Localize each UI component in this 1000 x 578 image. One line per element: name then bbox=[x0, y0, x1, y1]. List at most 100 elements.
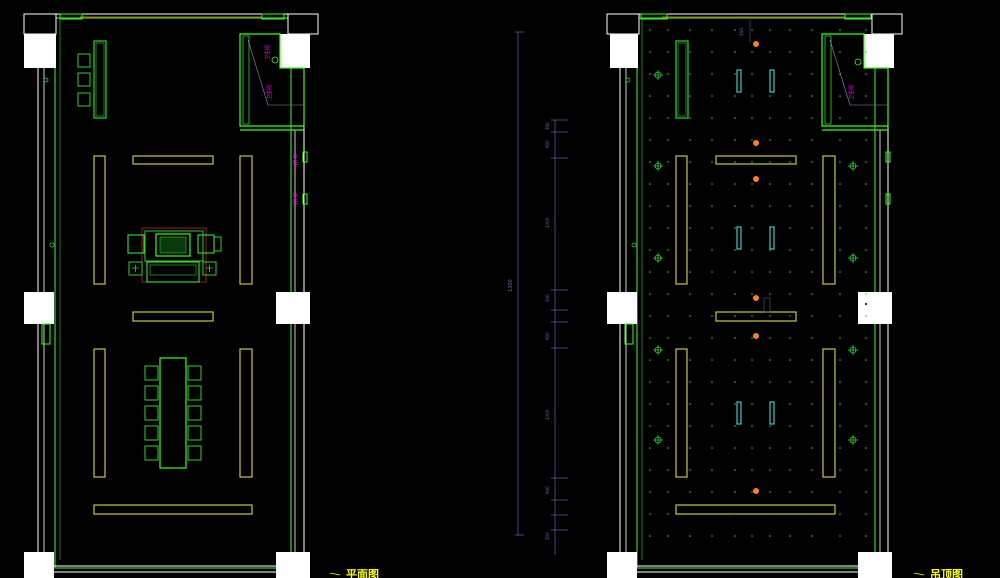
panel-horizontal bbox=[132, 155, 214, 165]
grid-dot bbox=[865, 535, 867, 537]
panel-vertical bbox=[93, 155, 106, 285]
grid-dot bbox=[769, 535, 771, 537]
grid-dot bbox=[734, 95, 736, 97]
grid-dot bbox=[789, 249, 791, 251]
grid-dot bbox=[789, 293, 791, 295]
grid-dot bbox=[734, 337, 736, 339]
restroom-right bbox=[821, 33, 889, 127]
restroom-right-tag: 卫生间 bbox=[848, 85, 855, 100]
grid-dot bbox=[769, 205, 771, 207]
svg-text:300: 300 bbox=[545, 122, 550, 130]
grid-dot bbox=[649, 337, 651, 339]
grid-dot bbox=[789, 381, 791, 383]
column bbox=[858, 552, 892, 578]
grid-dot bbox=[865, 293, 867, 295]
grid-dot bbox=[811, 293, 813, 295]
grid-dot bbox=[711, 513, 713, 515]
grid-dot bbox=[811, 51, 813, 53]
grid-dot bbox=[865, 183, 867, 185]
grid-dot bbox=[789, 73, 791, 75]
column bbox=[276, 552, 310, 578]
chair bbox=[77, 53, 91, 68]
grid-dot bbox=[865, 161, 867, 163]
grid-dot bbox=[667, 535, 669, 537]
grid-dot bbox=[711, 491, 713, 493]
grid-dot bbox=[667, 29, 669, 31]
grid-dot bbox=[865, 271, 867, 273]
grid-dot bbox=[839, 139, 841, 141]
svg-text:900: 900 bbox=[545, 332, 550, 340]
grid-dot bbox=[667, 491, 669, 493]
grid-dot bbox=[769, 73, 771, 75]
grid-dot bbox=[811, 513, 813, 515]
dimension-chain: 1300 300 900 4300 300 900 4300 900 300 bbox=[508, 31, 568, 555]
grid-dot bbox=[711, 161, 713, 163]
grid-dot bbox=[811, 425, 813, 427]
column bbox=[606, 13, 640, 35]
grid-dot bbox=[789, 139, 791, 141]
restroom-left bbox=[239, 33, 305, 127]
grid-dot bbox=[734, 183, 736, 185]
cabinet bbox=[675, 40, 689, 119]
grid-dot bbox=[689, 117, 691, 119]
grid-dot bbox=[689, 381, 691, 383]
svg-text:300: 300 bbox=[545, 532, 550, 540]
grid-dot bbox=[865, 491, 867, 493]
grid-dot bbox=[789, 535, 791, 537]
panel-vertical bbox=[239, 155, 253, 285]
grid-dot bbox=[839, 469, 841, 471]
grid-dot bbox=[769, 139, 771, 141]
grid-dot bbox=[839, 535, 841, 537]
right-ceiling-plan: 卫生间 bbox=[606, 13, 963, 578]
grid-dot bbox=[751, 491, 753, 493]
grid-dot bbox=[865, 513, 867, 515]
grid-dot bbox=[839, 161, 841, 163]
grid-dot bbox=[769, 491, 771, 493]
grid-dot bbox=[865, 117, 867, 119]
grid-dot bbox=[811, 73, 813, 75]
grid-dot bbox=[734, 73, 736, 75]
grid-dot bbox=[689, 469, 691, 471]
column bbox=[858, 292, 892, 324]
grid-dot bbox=[649, 381, 651, 383]
column bbox=[871, 13, 903, 35]
grid-dot bbox=[689, 51, 691, 53]
grid-dot bbox=[689, 293, 691, 295]
grid-dot bbox=[769, 227, 771, 229]
grid-dot bbox=[811, 139, 813, 141]
grid-dot bbox=[667, 381, 669, 383]
grid-dot bbox=[865, 249, 867, 251]
grid-dot bbox=[789, 359, 791, 361]
grid-dot bbox=[667, 117, 669, 119]
grid-dot bbox=[689, 337, 691, 339]
grid-dot bbox=[751, 469, 753, 471]
grid-dot bbox=[769, 337, 771, 339]
grid-dot bbox=[789, 51, 791, 53]
grid-dot bbox=[811, 205, 813, 207]
grid-dot bbox=[769, 29, 771, 31]
grid-dot bbox=[751, 425, 753, 427]
grid-dot bbox=[667, 425, 669, 427]
grid-dot bbox=[769, 425, 771, 427]
grid-dot bbox=[689, 315, 691, 317]
chair bbox=[77, 72, 91, 87]
restroom-left-tag: 卫生间 bbox=[264, 45, 271, 60]
grid-dot bbox=[711, 359, 713, 361]
grid-dot bbox=[865, 227, 867, 229]
grid-dot bbox=[734, 381, 736, 383]
grid-dot bbox=[865, 95, 867, 97]
grid-dot bbox=[734, 227, 736, 229]
panel-vertical bbox=[239, 348, 253, 478]
grid-dot bbox=[839, 73, 841, 75]
grid-dot bbox=[751, 117, 753, 119]
grid-dot bbox=[734, 51, 736, 53]
grid-dot bbox=[751, 403, 753, 405]
grid-dot bbox=[769, 95, 771, 97]
grid-dot bbox=[751, 161, 753, 163]
grid-dot bbox=[751, 315, 753, 317]
grid-dot bbox=[734, 491, 736, 493]
grid-dot bbox=[811, 359, 813, 361]
grid-dot bbox=[689, 249, 691, 251]
column bbox=[610, 34, 638, 68]
grid-dot bbox=[667, 227, 669, 229]
